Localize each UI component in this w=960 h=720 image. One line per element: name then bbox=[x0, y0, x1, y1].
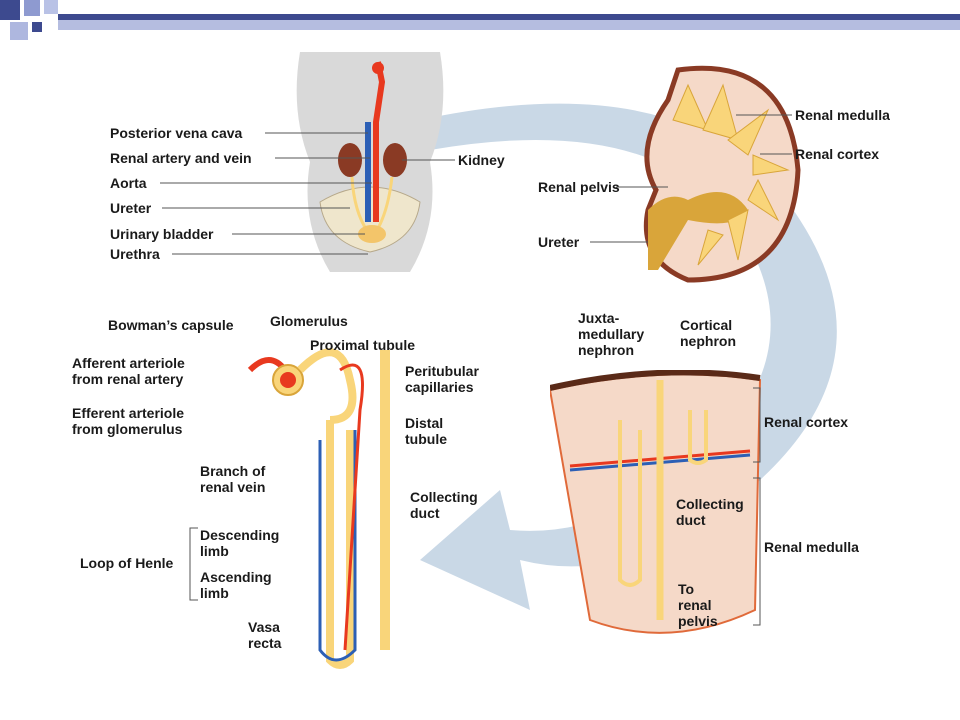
renal-section bbox=[550, 370, 762, 634]
right-kidney bbox=[383, 143, 407, 177]
title-rule-shadow bbox=[58, 20, 960, 30]
bracket-renal-medulla bbox=[753, 477, 761, 626]
label-aorta: Aorta bbox=[110, 175, 147, 191]
label-ascending-limb: Ascending limb bbox=[200, 569, 272, 601]
label-kidney-ureter: Ureter bbox=[538, 234, 580, 250]
label-juxtamedullary-nephron: Juxta- medullary nephron bbox=[578, 310, 645, 358]
capsule-edge bbox=[550, 370, 761, 391]
bladder bbox=[358, 225, 386, 243]
pyramid-1 bbox=[672, 83, 709, 131]
pyramid-2 bbox=[702, 83, 739, 141]
label-to-renal-pelvis: To renal pelvis bbox=[678, 581, 718, 629]
label-bowmans-capsule: Bowman’s capsule bbox=[108, 317, 234, 333]
bracket-loop-of-henle bbox=[189, 527, 198, 601]
vasa-recta-vein bbox=[318, 430, 357, 662]
corner-square-1 bbox=[0, 0, 20, 20]
label-collecting-duct-section: Collecting duct bbox=[676, 496, 744, 528]
pyramid-3 bbox=[727, 108, 770, 156]
label-distal-tubule: Distal tubule bbox=[405, 415, 447, 447]
nephron-illustration bbox=[247, 348, 390, 669]
pyramid-4 bbox=[752, 154, 790, 176]
slide-title-bar bbox=[0, 0, 960, 40]
label-renal-pelvis: Renal pelvis bbox=[538, 179, 620, 195]
label-urethra: Urethra bbox=[110, 246, 160, 262]
proximal-tubule-shape bbox=[297, 348, 357, 424]
label-renal-cortex-top: Renal cortex bbox=[795, 146, 880, 162]
label-collecting-duct: Collecting duct bbox=[410, 489, 478, 521]
label-vasa-recta: Vasa recta bbox=[248, 619, 282, 651]
label-branch-renal-vein: Branch of renal vein bbox=[200, 463, 266, 495]
cortical-loop bbox=[688, 410, 708, 465]
label-renal-cortex-section: Renal cortex bbox=[764, 414, 849, 430]
body-illustration bbox=[296, 52, 444, 272]
label-renal-artery-vein: Renal artery and vein bbox=[110, 150, 252, 166]
pyramid-5 bbox=[747, 178, 780, 222]
bracket-renal-cortex bbox=[753, 387, 761, 463]
kidney-section bbox=[643, 65, 801, 283]
label-urinary-bladder: Urinary bladder bbox=[110, 226, 214, 242]
label-renal-medulla-section: Renal medulla bbox=[764, 539, 859, 555]
renal-pelvis-shape bbox=[648, 192, 748, 270]
label-kidney: Kidney bbox=[458, 152, 505, 168]
label-peritubular-capillaries: Peritubular capillaries bbox=[405, 363, 479, 395]
corner-square-3 bbox=[44, 0, 58, 14]
label-glomerulus: Glomerulus bbox=[270, 313, 348, 329]
corner-square-2 bbox=[24, 0, 40, 16]
corner-square-4 bbox=[10, 22, 28, 40]
label-loop-of-henle: Loop of Henle bbox=[80, 555, 174, 571]
pyramid-6 bbox=[727, 209, 749, 261]
label-efferent-arteriole: Efferent arteriole from glomerulus bbox=[72, 405, 185, 437]
label-renal-medulla-top: Renal medulla bbox=[795, 107, 890, 123]
label-descending-limb: Descending limb bbox=[200, 527, 280, 559]
label-posterior-vena-cava: Posterior vena cava bbox=[110, 125, 243, 141]
heart-top bbox=[372, 62, 384, 74]
pyramid-7 bbox=[697, 229, 724, 266]
label-ureter: Ureter bbox=[110, 200, 152, 216]
peritubular-capillaries-shape bbox=[339, 363, 364, 651]
title-rule bbox=[58, 14, 960, 20]
label-proximal-tubule: Proximal tubule bbox=[310, 337, 416, 353]
label-cortical-nephron: Cortical nephron bbox=[680, 317, 736, 349]
label-afferent-arteriole: Afferent arteriole from renal artery bbox=[72, 355, 185, 387]
glomerulus-shape bbox=[280, 372, 296, 388]
corner-square-5 bbox=[32, 22, 42, 32]
juxtamedullary-loop bbox=[618, 420, 642, 587]
left-kidney bbox=[338, 143, 362, 177]
